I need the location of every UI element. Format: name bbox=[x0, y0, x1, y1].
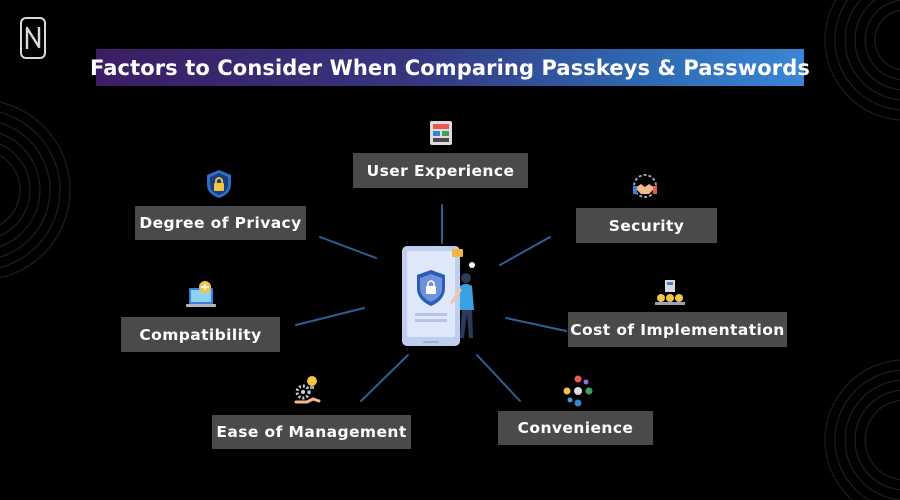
factor-ease-of-management: Ease of Management bbox=[212, 415, 411, 449]
convenience-network-icon bbox=[563, 375, 593, 407]
cost-coins-icon bbox=[655, 280, 685, 305]
connector-compatibility bbox=[295, 307, 365, 326]
title-banner: Factors to Consider When Comparing Passk… bbox=[90, 49, 810, 86]
connector-security bbox=[499, 236, 551, 266]
factor-user-experience: User Experience bbox=[353, 153, 528, 188]
management-gear-icon bbox=[294, 376, 321, 404]
factor-convenience: Convenience bbox=[498, 411, 653, 445]
connector-cost-of-implementation bbox=[505, 317, 567, 332]
handshake-icon bbox=[633, 174, 657, 198]
page-title: Factors to Consider When Comparing Passk… bbox=[90, 55, 810, 80]
factor-degree-of-privacy: Degree of Privacy bbox=[135, 206, 306, 240]
connector-ease-of-management bbox=[360, 354, 409, 402]
connector-convenience bbox=[476, 354, 521, 402]
factor-cost-of-implementation: Cost of Implementation bbox=[568, 312, 787, 347]
interface-icon bbox=[430, 121, 452, 145]
phone-security-illustration bbox=[402, 246, 475, 346]
brand-logo bbox=[20, 17, 46, 59]
factor-security: Security bbox=[576, 208, 717, 243]
laptop-plane-icon bbox=[186, 281, 216, 307]
privacy-shield-icon bbox=[207, 170, 231, 198]
factor-compatibility: Compatibility bbox=[121, 317, 280, 352]
connector-degree-of-privacy bbox=[319, 236, 377, 259]
